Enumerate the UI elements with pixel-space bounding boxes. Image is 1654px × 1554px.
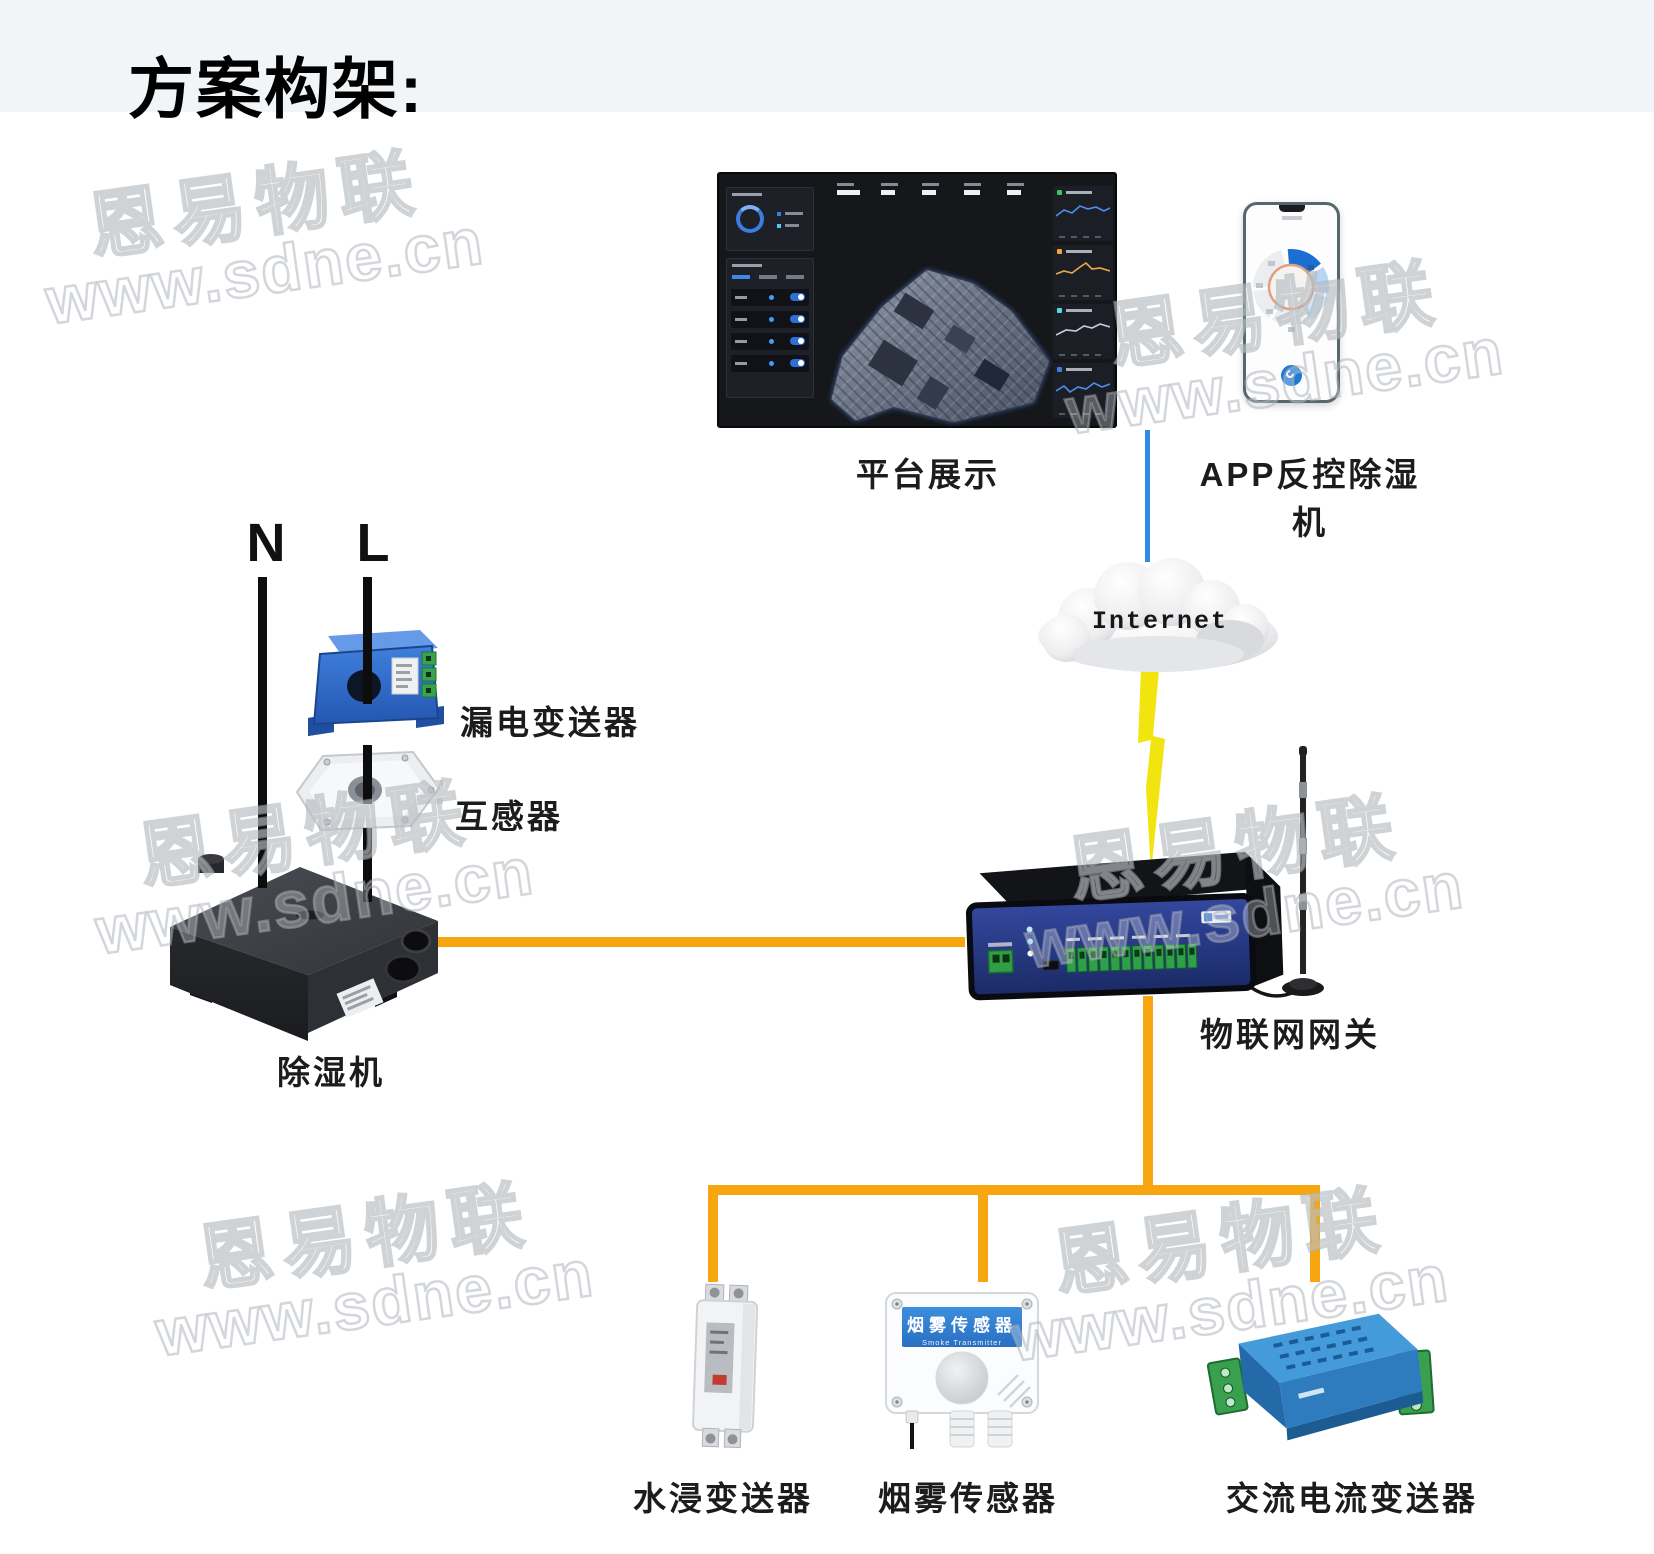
chart-card <box>1053 363 1113 418</box>
leakage-label: 漏电变送器 <box>460 704 640 741</box>
page-title: 方案构架: <box>128 52 424 126</box>
smoke-device-panel: 烟雾传感器 Smoke Transmitter <box>902 1311 1022 1347</box>
link-platform-internet <box>1145 430 1150 562</box>
leakage-transmitter-device <box>308 630 444 736</box>
header-band <box>0 0 1654 112</box>
facility-3d-map <box>827 270 1049 422</box>
water-label: 水浸变送器 <box>633 1480 813 1517</box>
chart-card <box>1053 304 1113 359</box>
chart-card <box>1053 245 1113 300</box>
platform-label: 平台展示 <box>856 456 1000 493</box>
dashboard-gauge-panel <box>726 187 814 251</box>
wire-l-seg3 <box>363 828 372 902</box>
platform-dashboard <box>717 172 1117 428</box>
wire-l-label: L <box>356 513 390 573</box>
app-label: APP反控除湿机 <box>1199 456 1421 541</box>
link-bus-smoke <box>978 1185 988 1282</box>
iot-gateway-device <box>965 746 1324 1001</box>
wire-n-label: N <box>246 513 286 573</box>
dashboard-status-panel <box>726 258 814 398</box>
donut-gauge <box>736 205 764 233</box>
smoke-label: 烟雾传感器 <box>878 1480 1058 1517</box>
app-action-button <box>1281 365 1302 386</box>
transformer-label: 互感器 <box>455 798 563 835</box>
app-phone <box>1243 202 1340 403</box>
chart-card <box>1053 186 1113 241</box>
smoke-sensor-device <box>885 1292 1039 1449</box>
link-bus-ac <box>1310 1185 1320 1282</box>
current-transformer-device <box>295 750 443 832</box>
dehumidifier-label: 除湿机 <box>277 1054 385 1091</box>
gateway-label: 物联网网关 <box>1200 1016 1380 1053</box>
link-bus-water <box>708 1185 718 1282</box>
lightning-link <box>1138 670 1165 872</box>
water-transmitter-device <box>692 1283 759 1449</box>
sensor-bus <box>708 1185 1320 1195</box>
dehumidifier-device <box>170 854 438 1041</box>
wire-l-seg2 <box>363 745 372 790</box>
phone-notch <box>1278 205 1305 212</box>
smoke-device-title: 烟雾传感器 <box>907 1316 1017 1335</box>
internet-cloud <box>1030 556 1290 683</box>
ac-transmitter-device <box>1206 1313 1435 1441</box>
ac-label: 交流电流变送器 <box>1226 1480 1478 1517</box>
internet-label: Internet <box>1091 607 1229 636</box>
smoke-device-subtitle: Smoke Transmitter <box>922 1338 1002 1347</box>
link-dehumidifier-gateway <box>437 937 965 947</box>
phone-status-text <box>1281 216 1302 220</box>
app-dial <box>1253 248 1329 332</box>
wire-l-seg1 <box>363 577 372 704</box>
wire-n <box>258 577 267 888</box>
link-gateway-bus <box>1143 996 1153 1188</box>
